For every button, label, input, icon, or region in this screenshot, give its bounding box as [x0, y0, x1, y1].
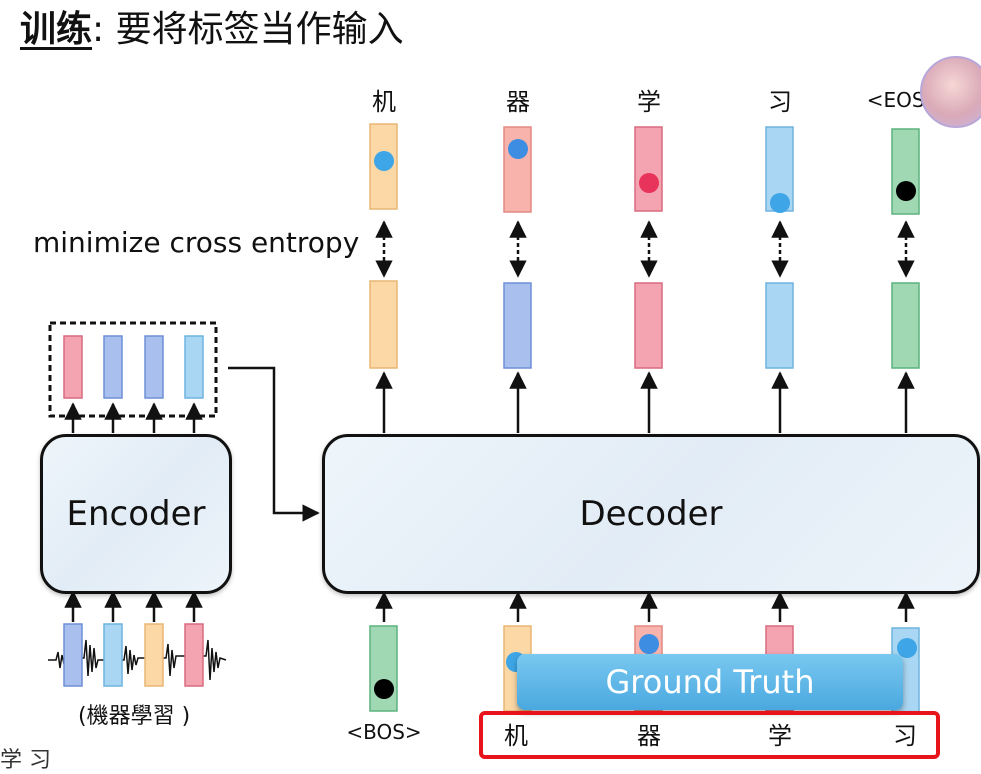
decoder-input-bos-dot [374, 679, 394, 699]
encoder-label: Encoder [66, 494, 206, 534]
bottom-fragment: 学 习 [0, 748, 51, 773]
audio-frame-1 [63, 623, 83, 687]
decoder-output-4 [765, 282, 794, 369]
output-bar-3 [634, 126, 663, 212]
output-token-1: 机 [372, 88, 396, 116]
ground-truth-banner: Ground Truth [517, 654, 903, 710]
ground-truth-token-2: 器 [637, 722, 661, 750]
output-token-3: 学 [637, 88, 661, 116]
audio-caption: (機器學習 ) [78, 704, 191, 729]
ground-truth-highlight [479, 711, 940, 759]
encoder-to-decoder-arrow [228, 366, 320, 522]
decoder-output-5 [891, 282, 920, 369]
audio-frame-2 [103, 623, 123, 687]
output-token-4: 习 [768, 88, 792, 116]
decoder-output-3 [634, 282, 663, 369]
decoder-output-2 [503, 282, 532, 369]
output-dot-5 [896, 181, 916, 201]
page-title: 训练: 要将标签当作输入 [20, 6, 404, 54]
encoder-output-1 [63, 335, 83, 399]
ground-truth-token-1: 机 [504, 722, 528, 750]
output-dot-4 [770, 193, 790, 213]
bos-label: <BOS> [346, 720, 422, 744]
output-bar-1 [369, 123, 398, 210]
encoder-output-frame [48, 321, 218, 418]
decoder-output-1 [369, 280, 398, 369]
output-dot-1 [374, 151, 394, 171]
audio-frame-3 [144, 623, 164, 687]
title-rest: : 要将标签当作输入 [92, 9, 404, 50]
decoder-block: Decoder [322, 434, 980, 594]
encoder-output-2 [103, 335, 123, 399]
encoder-output-4 [184, 335, 204, 399]
decoder-input-5-dot [897, 638, 917, 658]
loss-label: minimize cross entropy [33, 226, 360, 259]
avatar-icon [920, 56, 981, 128]
ground-truth-token-3: 学 [768, 722, 792, 750]
encoder-block: Encoder [40, 434, 232, 594]
output-dot-3 [639, 173, 659, 193]
output-bar-5 [891, 128, 920, 215]
decoder-input-3-dot [639, 634, 659, 654]
encoder-output-3 [144, 335, 164, 399]
title-strong: 训练 [20, 9, 93, 50]
audio-frame-4 [184, 623, 204, 687]
ground-truth-token-4: 习 [893, 722, 917, 750]
output-dot-2 [508, 139, 528, 159]
decoder-label: Decoder [579, 494, 723, 534]
ground-truth-label: Ground Truth [605, 663, 815, 701]
output-token-2: 器 [506, 88, 530, 116]
